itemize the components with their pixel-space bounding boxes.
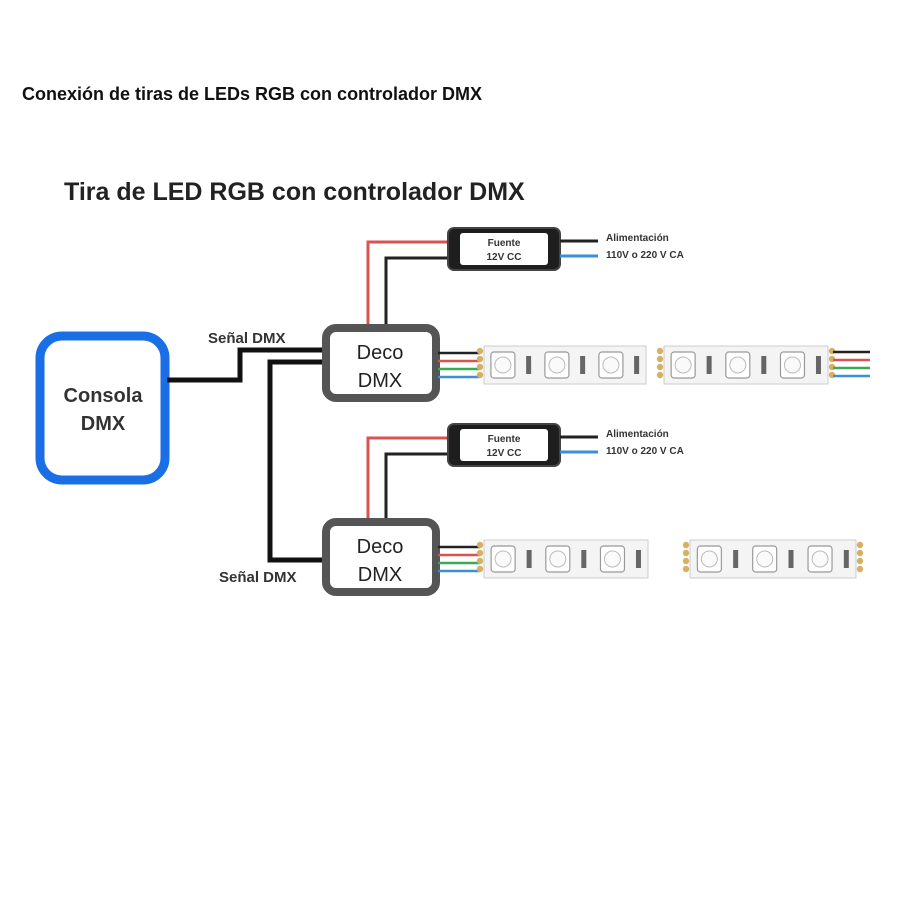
led-lens <box>603 550 621 568</box>
led-strip-top <box>476 345 836 385</box>
resistor <box>581 550 587 568</box>
led-lens <box>549 550 567 568</box>
solder-pad <box>476 565 484 573</box>
solder-pad <box>856 557 864 565</box>
signal-label-top: Señal DMX <box>208 330 286 347</box>
resistor <box>706 356 712 374</box>
dmx-signal-wires <box>167 347 326 563</box>
power-supply-top: Fuente 12V CC <box>447 227 561 271</box>
led-lens <box>783 356 801 374</box>
page-title: Conexión de tiras de LEDs RGB con contro… <box>22 84 483 104</box>
solder-pad <box>656 355 664 363</box>
led-lens <box>494 550 512 568</box>
solder-pad <box>476 557 484 565</box>
resistor <box>733 550 739 568</box>
resistor <box>580 356 586 374</box>
supply-label-top-2: 110V o 220 V CA <box>606 250 684 261</box>
supply-label-top-1: Alimentación <box>606 233 669 244</box>
supply-label-bottom-2: 110V o 220 V CA <box>606 446 684 457</box>
diagram-title: Tira de LED RGB con controlador DMX <box>64 178 525 206</box>
resistor <box>526 550 532 568</box>
led-lens <box>700 550 718 568</box>
decoder-bottom-label-2: DMX <box>358 564 402 586</box>
solder-pad <box>856 541 864 549</box>
solder-pad <box>682 549 690 557</box>
led-lens <box>811 550 829 568</box>
resistor <box>634 356 640 374</box>
resistor <box>815 356 821 374</box>
solder-pad <box>476 371 484 379</box>
mains-wires-top <box>560 239 598 258</box>
led-lens <box>756 550 774 568</box>
solder-pad <box>476 347 484 355</box>
solder-pad <box>476 541 484 549</box>
solder-pad <box>656 371 664 379</box>
resistor <box>843 550 849 568</box>
rgb-wires-top <box>438 351 480 379</box>
solder-pad <box>656 347 664 355</box>
solder-pad <box>856 565 864 573</box>
rgb-wires-bottom <box>438 545 480 573</box>
decoder-top: Deco DMX <box>322 324 440 402</box>
solder-pad <box>682 557 690 565</box>
power-supply-bottom: Fuente 12V CC <box>447 423 561 467</box>
dmx-console: Consola DMX <box>35 331 170 485</box>
decoder-bottom-label-1: Deco <box>357 536 404 558</box>
led-lens <box>674 356 692 374</box>
resistor <box>526 356 532 374</box>
decoder-top-label-1: Deco <box>357 342 404 364</box>
resistor <box>635 550 641 568</box>
power-label-top-2: 12V CC <box>486 252 521 263</box>
led-strip-bottom <box>476 539 864 579</box>
decoder-bottom: Deco DMX <box>322 518 440 596</box>
resistor <box>788 550 794 568</box>
solder-pad <box>476 549 484 557</box>
console-label-2: DMX <box>81 413 126 435</box>
strip-end-wires-top <box>833 350 870 378</box>
solder-pad <box>476 363 484 371</box>
solder-pad <box>682 541 690 549</box>
mains-wires-bottom <box>560 435 598 454</box>
solder-pad <box>476 355 484 363</box>
resistor <box>761 356 767 374</box>
power-label-bottom-2: 12V CC <box>486 448 521 459</box>
power-wires-top <box>366 240 448 328</box>
power-label-top-1: Fuente <box>488 238 521 249</box>
led-lens <box>494 356 512 374</box>
led-lens <box>602 356 620 374</box>
solder-pad <box>656 363 664 371</box>
led-lens <box>548 356 566 374</box>
solder-pad <box>856 549 864 557</box>
signal-label-bottom: Señal DMX <box>219 569 297 586</box>
led-lens <box>729 356 747 374</box>
decoder-top-label-2: DMX <box>358 370 402 392</box>
console-label-1: Consola <box>64 385 144 407</box>
supply-label-bottom-1: Alimentación <box>606 429 669 440</box>
solder-pad <box>682 565 690 573</box>
power-label-bottom-1: Fuente <box>488 434 521 445</box>
power-wires-bottom <box>366 436 448 522</box>
